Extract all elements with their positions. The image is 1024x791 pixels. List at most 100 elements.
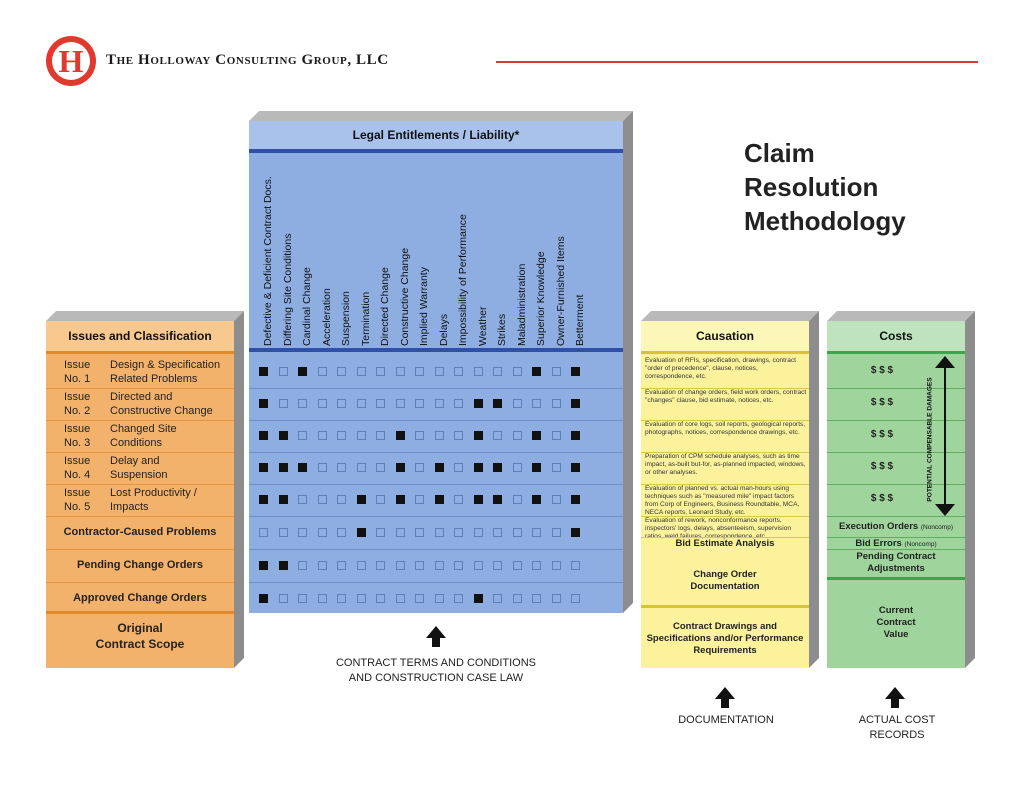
page-title: Claim Resolution Methodology [744,136,906,238]
actual-cost-line-2: RECORDS [869,729,925,741]
empty-square [512,367,522,376]
empty-square [454,399,463,408]
checked-square [571,495,580,504]
empty-square [454,594,463,603]
bid-estimate-analysis: Bid Estimate Analysis [675,538,775,549]
empty-square [278,528,288,537]
empty-square [376,399,385,408]
empty-square [298,528,307,537]
empty-square [454,367,463,376]
costs-bottom-rule [827,577,965,580]
empty-square [551,431,561,440]
documentation-caption: DOCUMENTATION [678,714,774,726]
issue-label: Issue [64,487,91,499]
empty-square [454,431,463,440]
legal-column-header: Implied Warranty [416,156,435,346]
title-line-1: Claim [744,138,815,168]
checked-square [395,495,405,504]
empty-square [434,367,444,376]
value-line-3: Value [883,629,909,640]
empty-square [395,367,405,376]
empty-square [337,528,346,537]
empty-square [317,594,327,603]
legal-column-label: Acceleration [320,288,333,346]
empty-square [434,528,444,537]
original-contract-scope: Original Contract Scope [46,620,234,652]
legal-column-label: Strikes [496,313,508,346]
empty-square [551,594,561,603]
legal-column-label: Constructive Change [398,247,411,346]
causation-header-rule [641,351,809,354]
checked-square [493,463,502,472]
legal-column-header: Cardinal Change [299,156,318,346]
empty-square [356,561,366,570]
issue-label: Issue [64,359,91,371]
empty-square [317,367,327,376]
terms-arrow-icon [426,626,446,638]
checked-square [473,495,483,504]
legal-column-label: Defective & Deficient Contract Docs. [262,176,274,346]
empty-square [317,399,327,408]
empty-square [278,367,288,376]
issue-label: Issue [64,455,91,467]
causation-bottom-rule [641,605,809,608]
checked-square [259,463,268,472]
empty-square [512,399,522,408]
empty-square [356,594,366,603]
empty-square [551,495,561,504]
cost-amount: $ $ $ [870,397,894,408]
empty-square [512,528,522,537]
empty-square [512,594,522,603]
costs-header-rule [827,351,965,354]
issues-block [46,321,234,668]
legal-column-label: Impossibility of Performance [457,214,469,346]
issue-no: No. 3 [64,437,91,449]
checked-square [532,431,541,440]
empty-square [317,528,327,537]
issue-row-divider [46,452,234,453]
legal-column-label: Cardinal Change [301,267,313,346]
empty-square [278,594,288,603]
empty-square [434,431,444,440]
legal-column-header: Acceleration [319,156,338,346]
empty-square [337,594,346,603]
potential-compensable-damages: POTENTIAL COMPENSABLE DAMAGES [926,377,934,502]
legal-entitlements-title: Legal Entitlements / Liability* [249,121,623,149]
empty-square [395,399,405,408]
execution-orders-note: (Noncomp) [920,524,953,531]
issue-desc-line-1: Delay and [110,455,160,467]
cost-amount: $ $ $ [870,461,894,472]
checked-square [532,463,541,472]
execution-orders-label: Execution Orders [839,521,919,532]
issue-desc-line-2: Suspension [110,469,168,481]
causation-row-divider [641,484,809,485]
checked-square [278,431,288,440]
current-contract-value: Current Contract Value [827,605,965,641]
causation-row-divider [641,537,809,538]
documentation-arrow-icon [715,687,735,699]
costs-block-top [827,311,975,321]
checked-square [473,463,483,472]
empty-square [317,431,327,440]
cost-row-divider [827,420,965,421]
issue-row-divider [46,420,234,421]
approved-change-orders: Approved Change Orders [73,592,207,604]
checked-square [493,399,502,408]
checked-square [356,528,366,537]
checked-square [532,367,541,376]
title-line-3: Methodology [744,206,906,236]
empty-square [337,399,346,408]
execution-orders: Execution Orders (Noncomp) [827,521,965,534]
actual-cost-caption: ACTUAL COST RECORDS [827,713,967,743]
causation-item: Evaluation of RFIs, specification, drawi… [645,357,796,380]
causation-item: Evaluation of change orders, field work … [645,389,807,404]
checked-square [571,463,580,472]
causation-item: Evaluation of rework, nonconformance rep… [645,517,792,540]
empty-square [395,594,405,603]
checked-square [473,594,483,603]
causation-row-divider [641,516,809,517]
legal-row-divider [249,516,623,517]
empty-square [415,463,424,472]
